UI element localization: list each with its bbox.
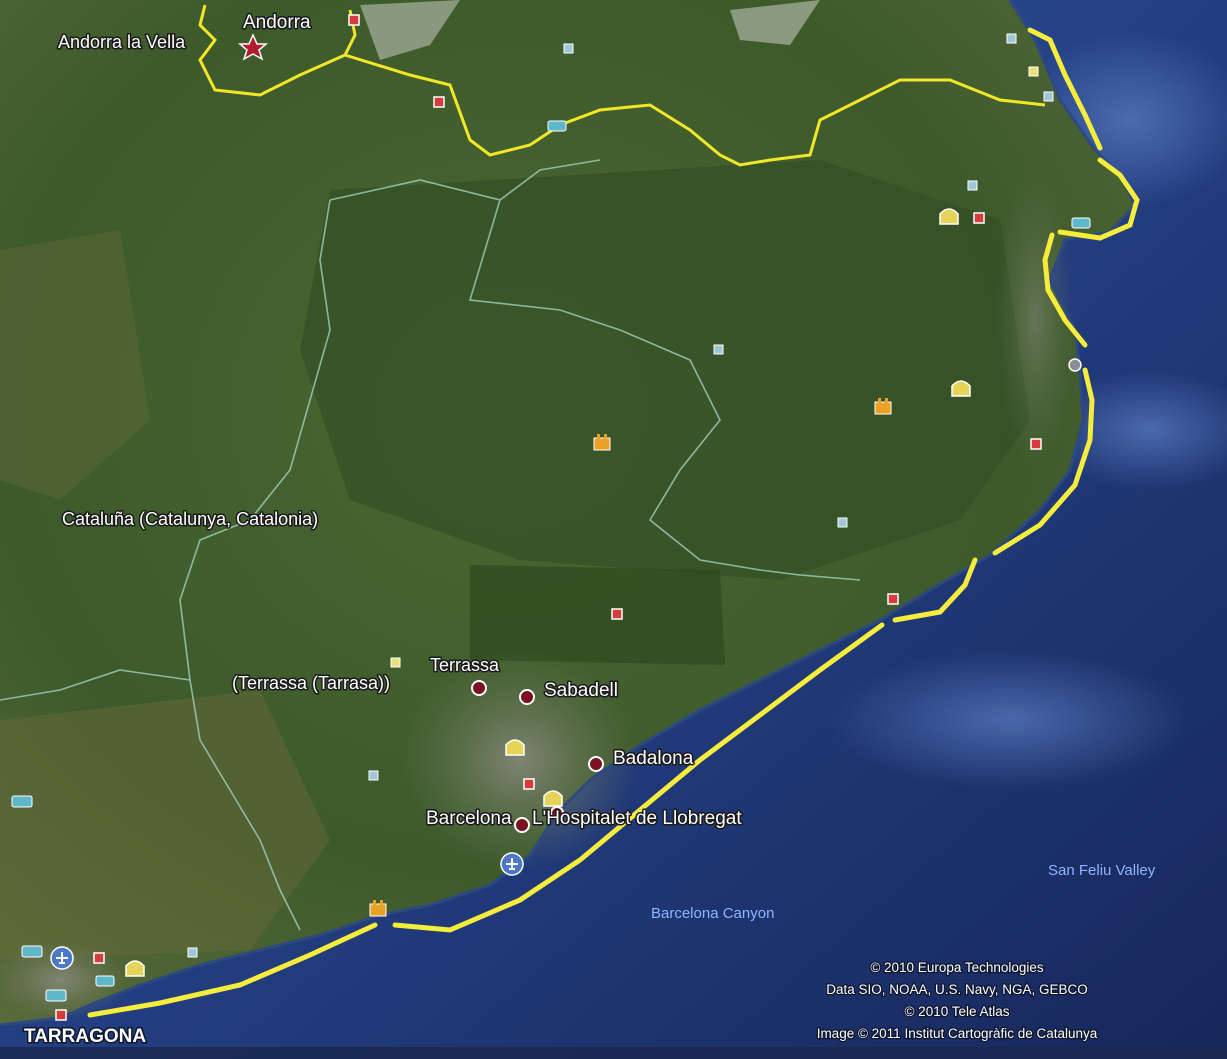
label-hospitalet[interactable]: L'Hospitalet de Llobregat [531,807,744,831]
poi-square-icon[interactable] [967,180,978,191]
hotel-icon[interactable] [1071,217,1091,229]
urban-area [400,650,640,870]
dry-area [0,230,150,500]
capital-star-icon[interactable] [237,33,269,61]
place-labels: Andorra Andorra la Vella Cataluña (Catal… [23,11,1156,1049]
label-terrassa-alt[interactable]: (Terrassa (Tarrasa)) [231,672,392,695]
monument-icon[interactable] [593,434,611,451]
city-marker-icon[interactable] [550,806,564,820]
airport-icon[interactable] [50,946,74,970]
imagery-credits: © 2010 Europa Technologies Data SIO, NOA… [815,959,1099,1043]
urban-area [995,170,1075,470]
label-terrassa[interactable]: Terrassa [429,654,502,677]
city-marker-icon[interactable] [519,689,535,705]
arch-icon[interactable] [939,208,959,225]
label-san-feliu-valley[interactable]: San Feliu Valley [1048,862,1156,879]
snow-peaks [730,0,820,45]
label-sabadell[interactable]: Sabadell [543,679,620,703]
city-marker-icon[interactable] [514,817,530,833]
city-marker-icon[interactable] [471,680,487,696]
arch-icon[interactable] [951,380,971,397]
monument-icon[interactable] [874,398,892,415]
coastline [0,0,1137,1027]
poi-square-icon[interactable] [887,593,899,605]
hotel-icon[interactable] [95,975,115,987]
province-borders [0,159,861,931]
cloud-patch [830,650,1190,790]
poi-square-icon[interactable] [55,1009,67,1021]
hotel-icon[interactable] [547,120,567,132]
poi-square-icon[interactable] [563,43,574,54]
poi-square-icon[interactable] [713,344,724,355]
poi-square-icon[interactable] [1030,438,1042,450]
credit-line: © 2010 Tele Atlas [904,1004,1009,1019]
poi-square-icon[interactable] [611,608,623,620]
poi-square-icon[interactable] [523,778,535,790]
monument-icon[interactable] [369,900,387,917]
forest-area [470,565,725,665]
arch-icon[interactable] [505,739,525,756]
national-border [198,4,1046,167]
snow-peaks [360,0,460,60]
city-marker-icon[interactable] [588,756,604,772]
credit-line: © 2010 Europa Technologies [870,960,1044,975]
poi-square-icon[interactable] [187,947,198,958]
arch-icon[interactable] [543,790,563,807]
label-badalona[interactable]: Badalona [612,747,696,771]
hotel-icon[interactable] [45,989,67,1002]
city-marker-icon[interactable] [1068,358,1082,372]
airport-icon[interactable] [500,852,524,876]
poi-square-icon[interactable] [93,952,105,964]
label-barcelona-canyon[interactable]: Barcelona Canyon [651,905,774,922]
poi-square-icon[interactable] [1006,33,1017,44]
poi-markers [11,14,1091,1021]
credit-line: Image © 2011 Institut Cartogràfic de Cat… [817,1026,1098,1041]
status-bar [0,1047,1227,1059]
label-andorra-la-vella[interactable]: Andorra la Vella [57,31,188,54]
dry-area [0,690,330,960]
arch-icon[interactable] [125,960,145,977]
poi-square-icon[interactable] [368,770,379,781]
cloud-patch [1040,370,1227,490]
credit-line: Data SIO, NOAA, U.S. Navy, NGA, GEBCO [826,982,1088,997]
poi-square-icon[interactable] [837,517,848,528]
poi-square-icon[interactable] [1043,91,1054,102]
poi-square-icon[interactable] [348,14,360,26]
poi-square-icon[interactable] [973,212,985,224]
label-barcelona[interactable]: Barcelona [425,807,514,831]
hotel-icon[interactable] [21,945,43,958]
poi-square-icon[interactable] [1028,66,1039,77]
poi-square-icon[interactable] [433,96,445,108]
hotel-icon[interactable] [11,795,33,808]
forest-area [300,160,1030,580]
route-line [87,27,1140,1018]
label-catalonia[interactable]: Cataluña (Catalunya, Catalonia) [61,508,320,531]
label-andorra[interactable]: Andorra [242,11,313,35]
label-tarragona[interactable]: TARRAGONA [23,1025,148,1049]
poi-square-icon[interactable] [390,657,401,668]
